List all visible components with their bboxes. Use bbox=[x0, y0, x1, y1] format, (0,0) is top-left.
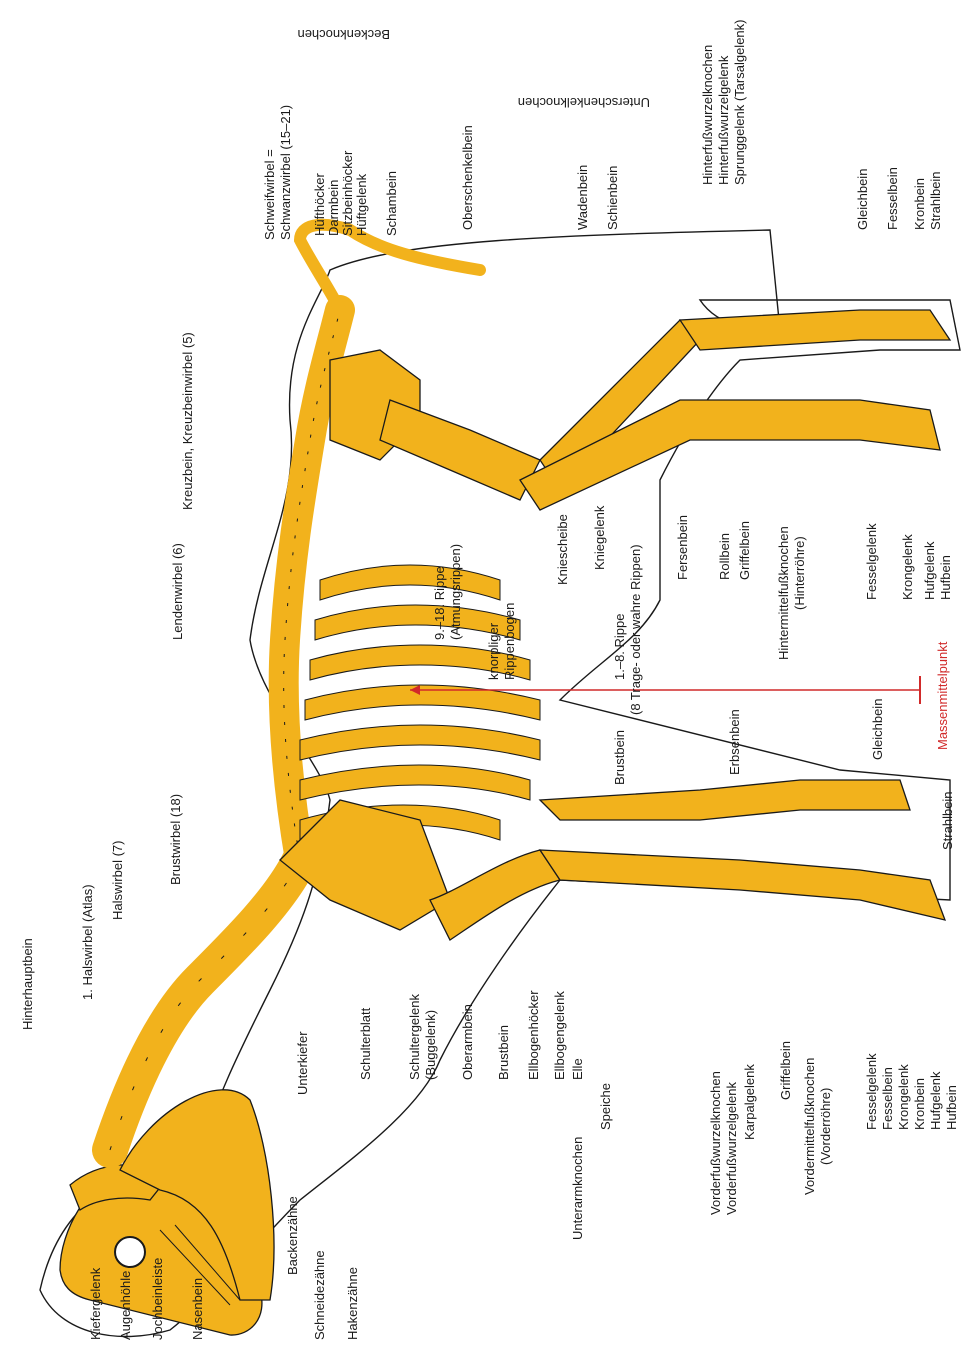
label-halswirbel: Halswirbel (7) bbox=[110, 841, 125, 920]
label-beckenknochen: Beckenknochen bbox=[297, 27, 390, 42]
label-kniegelenk: Kniegelenk bbox=[592, 506, 607, 570]
label-schweifwirbel-2: Schwanzwirbel (15–21) bbox=[278, 105, 293, 240]
label-schambein: Schambein bbox=[384, 171, 399, 236]
label-hakenzaehne: Hakenzähne bbox=[345, 1267, 360, 1340]
label-schulterblatt: Schulterblatt bbox=[358, 1008, 373, 1080]
label-schneidezaehne: Schneidezähne bbox=[312, 1250, 327, 1340]
label-hinterhauptbein: Hinterhauptbein bbox=[20, 938, 35, 1030]
label-backenzaehne: Backenzähne bbox=[285, 1196, 300, 1275]
label-lendenwirbel: Lendenwirbel (6) bbox=[170, 543, 185, 640]
label-sprunggelenk: Sprunggelenk (Tarsalgelenk) bbox=[732, 20, 747, 185]
label-vordermittelfuss-1: Vordermittelfußknochen bbox=[802, 1058, 817, 1195]
label-halswirbel-atlas: 1. Halswirbel (Atlas) bbox=[80, 884, 95, 1000]
label-hintermittelfuss-1: Hintermittelfußknochen bbox=[776, 526, 791, 660]
label-gleichbein-fore: Gleichbein bbox=[870, 699, 885, 760]
label-hufgelenk-hind: Hufgelenk bbox=[922, 541, 937, 600]
label-hufbein-fore: Hufbein bbox=[944, 1085, 959, 1130]
label-nasenbein: Nasenbein bbox=[190, 1278, 205, 1340]
label-wadenbein: Wadenbein bbox=[575, 165, 590, 230]
label-vorderfusswurzelknochen: Vorderfußwurzelknochen bbox=[708, 1071, 723, 1215]
label-rollbein: Rollbein bbox=[717, 533, 732, 580]
label-vorderfusswurzelgelenk: Vorderfußwurzelgelenk bbox=[724, 1082, 739, 1215]
label-unterkiefer: Unterkiefer bbox=[295, 1031, 310, 1095]
humerus bbox=[430, 850, 560, 940]
label-oberschenkelbein: Oberschenkelbein bbox=[460, 125, 475, 230]
label-fesselgelenk-fore: Fesselgelenk bbox=[864, 1053, 879, 1130]
label-krongelenk-hind: Krongelenk bbox=[900, 534, 915, 600]
label-brustbein-thorax: Brustbein bbox=[612, 730, 627, 785]
label-rippe-9-18-1: 9.–18. Rippe bbox=[432, 566, 447, 640]
label-fesselbein-hind: Fesselbein bbox=[885, 167, 900, 230]
label-fesselbein-fore: Fesselbein bbox=[880, 1067, 895, 1130]
label-brustbein-fore: Brustbein bbox=[496, 1025, 511, 1080]
label-hufbein-hind: Hufbein bbox=[938, 555, 953, 600]
label-strahlbein-hind: Strahlbein bbox=[928, 171, 943, 230]
label-strahlbein-fore: Strahlbein bbox=[940, 791, 955, 850]
label-kniescheibe: Kniescheibe bbox=[555, 514, 570, 585]
eye-socket bbox=[115, 1237, 145, 1267]
label-oberarmbein: Oberarmbein bbox=[460, 1004, 475, 1080]
label-rippe-1-8-2: (8 Trage- oder wahre Rippen) bbox=[628, 544, 643, 715]
label-speiche: Speiche bbox=[598, 1083, 613, 1130]
label-gleichbein-hind: Gleichbein bbox=[855, 169, 870, 230]
label-ellbogengelenk: Ellbogengelenk bbox=[552, 991, 567, 1080]
label-kiefergelenk: Kiefergelenk bbox=[88, 1268, 103, 1340]
label-schultergelenk-2: (Buggelenk) bbox=[423, 1010, 438, 1080]
label-kronbein-fore: Kronbein bbox=[912, 1078, 927, 1130]
label-fesselgelenk-hind: Fesselgelenk bbox=[864, 523, 879, 600]
label-griffelbein-fore: Griffelbein bbox=[778, 1041, 793, 1100]
label-rippe-1-8-1: 1.–8. Rippe bbox=[612, 614, 627, 681]
label-rippenbogen-2: Rippenbogen bbox=[502, 603, 517, 680]
label-rippenbogen-1: knorpliger bbox=[486, 623, 501, 680]
foreleg-back bbox=[540, 780, 910, 820]
label-elle: Elle bbox=[570, 1058, 585, 1080]
label-griffelbein-hind: Griffelbein bbox=[737, 521, 752, 580]
label-krongelenk-fore: Krongelenk bbox=[896, 1064, 911, 1130]
label-sitzbeinhoecker: Sitzbeinhöcker bbox=[340, 151, 355, 236]
hindleg-back bbox=[680, 310, 950, 350]
label-unterarmknochen: Unterarmknochen bbox=[570, 1137, 585, 1240]
foreleg-front bbox=[540, 850, 945, 920]
label-jochbeinleiste: Jochbeinleiste bbox=[150, 1258, 165, 1340]
label-schultergelenk-1: Schultergelenk bbox=[407, 994, 422, 1080]
label-schienbein: Schienbein bbox=[605, 166, 620, 230]
label-rippe-9-18-2: (Atmungsrippen) bbox=[448, 544, 463, 640]
label-kronbein-hind: Kronbein bbox=[912, 178, 927, 230]
label-unterschenkelknochen: Unterschenkelknochen bbox=[518, 95, 650, 110]
label-fersenbein: Fersenbein bbox=[675, 515, 690, 580]
label-erbsenbein: Erbsenbein bbox=[727, 709, 742, 775]
femur bbox=[380, 400, 540, 500]
label-hinterfusswurzelknochen: Hinterfußwurzelknochen bbox=[700, 45, 715, 185]
label-darmbein: Darmbein bbox=[326, 180, 341, 236]
label-hufgelenk-fore: Hufgelenk bbox=[928, 1071, 943, 1130]
tail-vertebrae bbox=[300, 225, 480, 310]
label-hueftboecker: Hüfthöcker bbox=[312, 173, 327, 236]
label-brustwirbel: Brustwirbel (18) bbox=[168, 794, 183, 885]
label-schweifwirbel-1: Schweifwirbel = bbox=[262, 149, 277, 240]
label-hintermittelfuss-2: (Hinterröhre) bbox=[792, 536, 807, 610]
label-hinterfusswurzelgelenk: Hinterfußwurzelgelenk bbox=[716, 56, 731, 185]
label-augenhoehle: Augenhöhle bbox=[118, 1271, 133, 1340]
label-ellbogenhoecker: Ellbogenhöcker bbox=[526, 990, 541, 1080]
label-kreuzbein: Kreuzbein, Kreuzbeinwirbel (5) bbox=[180, 332, 195, 510]
label-hueftgelenk: Hüftgelenk bbox=[354, 174, 369, 236]
label-massenmittelpunkt: Massenmittelpunkt bbox=[935, 642, 950, 750]
label-vordermittelfuss-2: (Vorderröhre) bbox=[818, 1088, 833, 1165]
label-karpalgelenk: Karpalgelenk bbox=[742, 1064, 757, 1140]
